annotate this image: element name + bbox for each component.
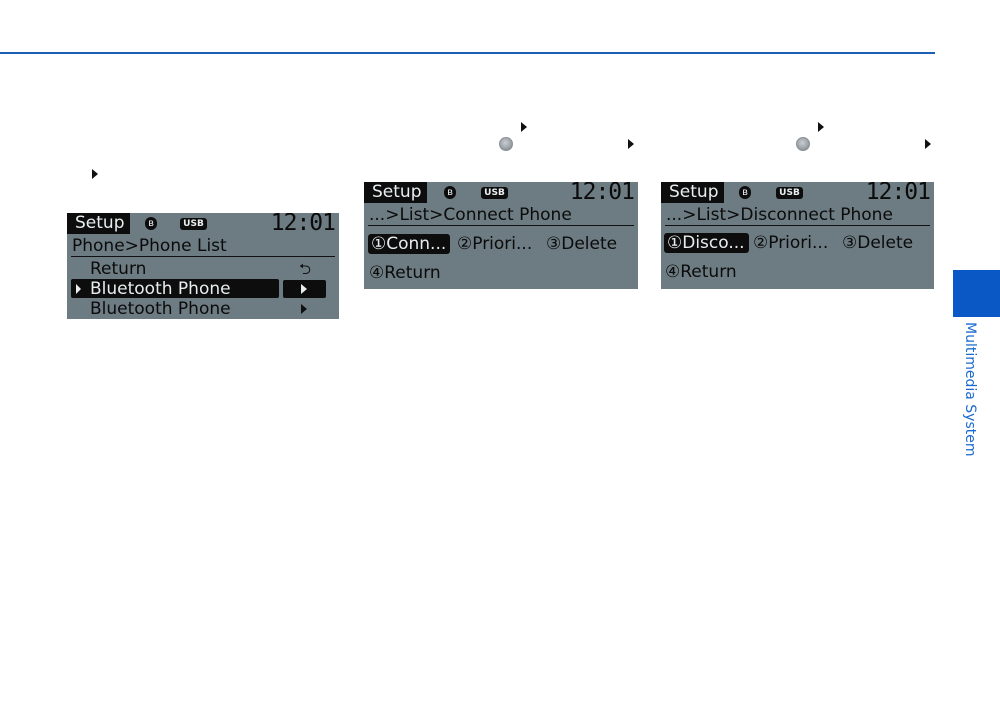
- option-delete[interactable]: ③Delete: [842, 233, 914, 253]
- option-disconnect[interactable]: ①Disco...: [664, 233, 749, 253]
- divider: [665, 225, 930, 226]
- arrow-right-icon: [301, 284, 307, 294]
- option-return[interactable]: ④Return: [665, 262, 737, 282]
- divider: [368, 225, 634, 226]
- option-connect[interactable]: ①Conn...: [368, 234, 451, 254]
- option-return[interactable]: ④Return: [369, 263, 441, 283]
- option-priority[interactable]: ②Priori...: [753, 233, 829, 253]
- arrow-right-icon: [301, 304, 307, 314]
- option-delete[interactable]: ③Delete: [546, 234, 618, 254]
- knob-icon: [796, 137, 810, 151]
- menu-item-bluetooth-phone[interactable]: Bluetooth Phone: [67, 279, 339, 299]
- menu-item-return[interactable]: Return ⮌: [67, 259, 339, 279]
- setup-title: Setup: [661, 182, 725, 203]
- clock: 12:01: [865, 182, 931, 205]
- menu-item-bluetooth-phone[interactable]: Bluetooth Phone: [67, 299, 339, 319]
- screen-header: Setup ʙ USB 12:01: [67, 213, 339, 236]
- breadcrumb: ...>List>Disconnect Phone: [666, 205, 893, 225]
- menu-item-label: Return: [90, 259, 147, 279]
- return-icon: ⮌: [298, 260, 311, 278]
- arrow-right-icon: [92, 169, 98, 179]
- display-screen-phone-list: Setup ʙ USB 12:01 Phone>Phone List Retur…: [67, 213, 339, 319]
- arrow-right-icon: [818, 122, 824, 132]
- divider: [71, 256, 335, 257]
- usb-icon: USB: [180, 218, 207, 230]
- option-priority[interactable]: ②Priori...: [457, 234, 533, 254]
- section-tab-marker: [953, 270, 1000, 317]
- display-screen-disconnect-phone: Setup ʙ USB 12:01 ...>List>Disconnect Ph…: [661, 182, 934, 289]
- bluetooth-icon: ʙ: [739, 186, 751, 199]
- selection-pointer-icon: [76, 284, 81, 294]
- bluetooth-icon: ʙ: [444, 186, 456, 199]
- section-tab-label: Multimedia System: [961, 322, 981, 462]
- display-screen-connect-phone: Setup ʙ USB 12:01 ...>List>Connect Phone…: [364, 182, 638, 289]
- breadcrumb: Phone>Phone List: [72, 236, 227, 256]
- arrow-right-icon: [628, 139, 634, 149]
- usb-icon: USB: [776, 187, 803, 199]
- arrow-right-icon: [521, 122, 527, 132]
- setup-title: Setup: [67, 213, 131, 234]
- section-tab-text: Multimedia System: [962, 322, 978, 457]
- knob-icon: [499, 137, 513, 151]
- screen-header: Setup ʙ USB 12:01: [661, 182, 934, 205]
- menu-item-label: Bluetooth Phone: [90, 279, 231, 299]
- clock: 12:01: [569, 182, 635, 205]
- arrow-right-icon: [925, 139, 931, 149]
- menu-item-label: Bluetooth Phone: [90, 299, 231, 319]
- selection-highlight: [71, 279, 279, 298]
- setup-title: Setup: [364, 182, 428, 203]
- breadcrumb: ...>List>Connect Phone: [369, 205, 572, 225]
- bluetooth-icon: ʙ: [145, 217, 157, 230]
- usb-icon: USB: [481, 187, 508, 199]
- header-rule: [0, 52, 935, 54]
- screen-header: Setup ʙ USB 12:01: [364, 182, 638, 205]
- clock: 12:01: [270, 213, 336, 236]
